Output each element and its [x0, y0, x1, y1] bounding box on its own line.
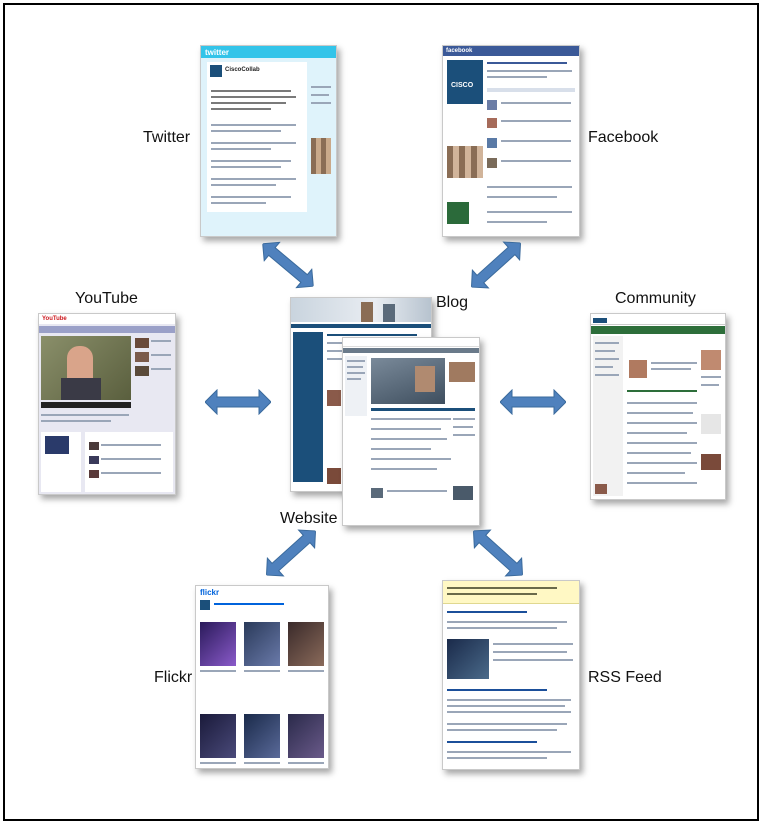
twitter-label: Twitter	[143, 129, 191, 146]
flickr-label: Flickr	[154, 669, 193, 686]
twitter-logo: twitter	[205, 48, 229, 57]
cisco-logo	[447, 60, 483, 104]
website-screenshot	[342, 337, 480, 526]
double-arrow-icon	[500, 389, 566, 415]
youtube-logo: YouTube	[42, 316, 67, 322]
community-label: Community	[615, 290, 696, 307]
youtube-label: YouTube	[75, 290, 138, 307]
rss-feed-screenshot	[442, 580, 580, 770]
twitter-screenshot: twitter CiscoCollab	[200, 45, 337, 237]
avatar	[210, 65, 222, 77]
flickr-logo: flickr	[200, 588, 220, 597]
facebook-logo: facebook	[446, 48, 473, 54]
double-arrow-icon	[470, 241, 522, 289]
twitter-account-name: CiscoCollab	[225, 67, 260, 73]
double-arrow-icon	[262, 241, 314, 289]
flickr-screenshot: flickr	[195, 585, 329, 769]
facebook-label: Facebook	[588, 129, 659, 146]
website-label: Website	[280, 510, 338, 527]
double-arrow-icon	[472, 529, 524, 577]
double-arrow-icon	[205, 389, 271, 415]
youtube-screenshot: YouTube	[38, 313, 176, 495]
rss-feed-label: RSS Feed	[588, 669, 662, 686]
facebook-screenshot: facebook CISCO	[442, 45, 580, 237]
community-screenshot	[590, 313, 726, 500]
blog-label: Blog	[436, 294, 469, 311]
double-arrow-icon	[265, 529, 317, 577]
